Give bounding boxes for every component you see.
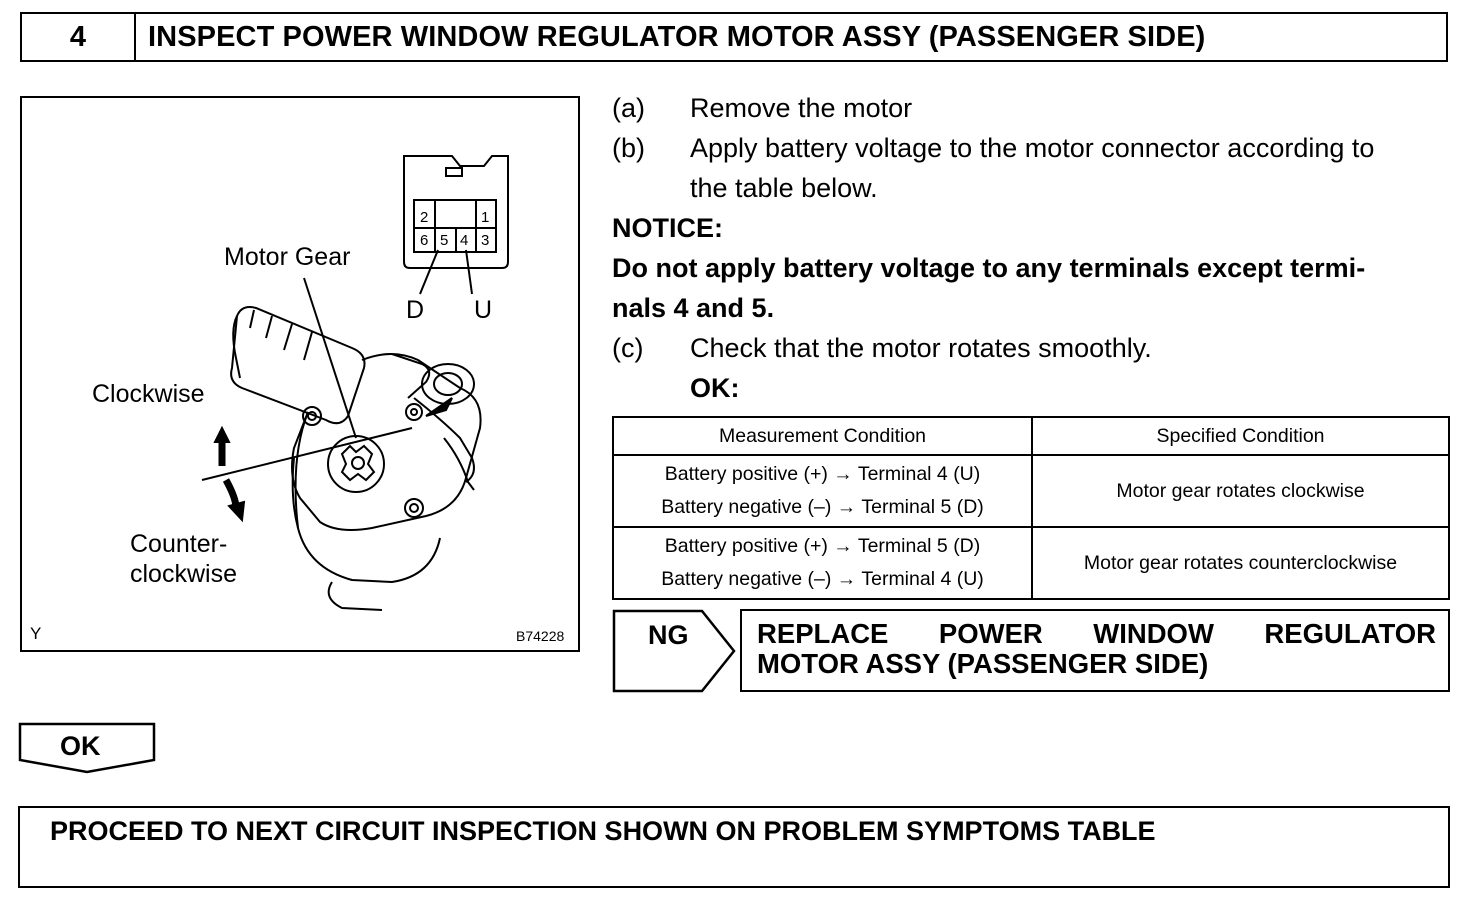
step-b-text-1: Apply battery voltage to the motor conne… bbox=[690, 133, 1375, 163]
next-step-text: PROCEED TO NEXT CIRCUIT INSPECTION SHOWN… bbox=[50, 816, 1156, 846]
clockwise-label: Clockwise bbox=[92, 380, 205, 408]
step-b-marker: (b) bbox=[612, 133, 645, 163]
figure-code: B74228 bbox=[516, 628, 565, 644]
step-number: 4 bbox=[22, 14, 136, 60]
ng-action-box: REPLACE POWER WINDOW REGULATOR MOTOR ASS… bbox=[740, 609, 1450, 692]
notice-text-2: nals 4 and 5. bbox=[612, 293, 775, 323]
measurement-line: Battery negative (–) → Terminal 5 (D) bbox=[661, 496, 984, 518]
measurement-line: Battery positive (+) → Terminal 5 (D) bbox=[664, 535, 981, 557]
table-row: Battery positive (+) → Terminal 4 (U) Ba… bbox=[612, 454, 1450, 528]
ok-tag-label: OK bbox=[60, 731, 101, 761]
step-a-text: Remove the motor bbox=[690, 93, 913, 123]
ng-tag-label: NG bbox=[648, 620, 689, 650]
connector-pin-5: 5 bbox=[440, 232, 449, 249]
motor-drawing bbox=[201, 155, 509, 611]
step-b-text-2: the table below. bbox=[690, 173, 878, 203]
step-a-marker: (a) bbox=[612, 93, 645, 123]
step-title: INSPECT POWER WINDOW REGULATOR MOTOR ASS… bbox=[148, 20, 1206, 53]
table-header-row: Measurement Condition Specified Conditio… bbox=[612, 416, 1450, 456]
table-row: Battery positive (+) → Terminal 5 (D) Ba… bbox=[612, 526, 1450, 600]
counterclockwise-label-2: clockwise bbox=[130, 560, 237, 588]
spec-table: Measurement Condition Specified Conditio… bbox=[612, 416, 1450, 600]
next-step-box: PROCEED TO NEXT CIRCUIT INSPECTION SHOWN… bbox=[18, 806, 1450, 888]
ok-criteria-label: OK: bbox=[690, 373, 740, 403]
ok-tag-shape bbox=[18, 722, 156, 774]
ng-action-line-1: REPLACE POWER WINDOW REGULATOR bbox=[757, 618, 1436, 649]
connector-pin-6: 6 bbox=[420, 232, 429, 249]
measurement-cell: Battery positive (+) → Terminal 5 (D) Ba… bbox=[612, 526, 1033, 600]
counterclockwise-label-1: Counter- bbox=[130, 530, 228, 558]
measurement-cell: Battery positive (+) → Terminal 4 (U) Ba… bbox=[612, 454, 1033, 528]
connector-pin-3: 3 bbox=[481, 232, 490, 249]
ng-tag-shape bbox=[612, 609, 736, 693]
terminal-u-label: U bbox=[474, 296, 493, 324]
step-c-text: Check that the motor rotates smoothly. bbox=[690, 333, 1152, 363]
notice-title: NOTICE: bbox=[612, 213, 723, 243]
connector-pin-2: 2 bbox=[420, 209, 429, 226]
connector-pin-1: 1 bbox=[481, 209, 490, 226]
header-specified: Specified Condition bbox=[1031, 416, 1450, 456]
connector-outline bbox=[403, 155, 509, 269]
ng-action-line-2: MOTOR ASSY (PASSENGER SIDE) bbox=[757, 648, 1209, 679]
motor-illustration: 2 1 6 5 4 3 Motor Gear D U Clockwise Cou… bbox=[20, 96, 580, 652]
terminal-d-label: D bbox=[406, 296, 425, 324]
spec-cell: Motor gear rotates counterclockwise bbox=[1031, 526, 1450, 600]
spec-cell: Motor gear rotates clockwise bbox=[1031, 454, 1450, 528]
header-measurement: Measurement Condition bbox=[612, 416, 1033, 456]
notice-text-1: Do not apply battery voltage to any term… bbox=[612, 253, 1366, 283]
step-header: 4 INSPECT POWER WINDOW REGULATOR MOTOR A… bbox=[20, 12, 1448, 62]
measurement-line: Battery negative (–) → Terminal 4 (U) bbox=[661, 568, 984, 590]
step-c-marker: (c) bbox=[612, 333, 644, 363]
motor-gear-label: Motor Gear bbox=[224, 243, 351, 271]
connector-pin-4: 4 bbox=[460, 232, 469, 249]
figure-corner-mark: Y bbox=[30, 624, 42, 643]
measurement-line: Battery positive (+) → Terminal 4 (U) bbox=[664, 463, 981, 485]
